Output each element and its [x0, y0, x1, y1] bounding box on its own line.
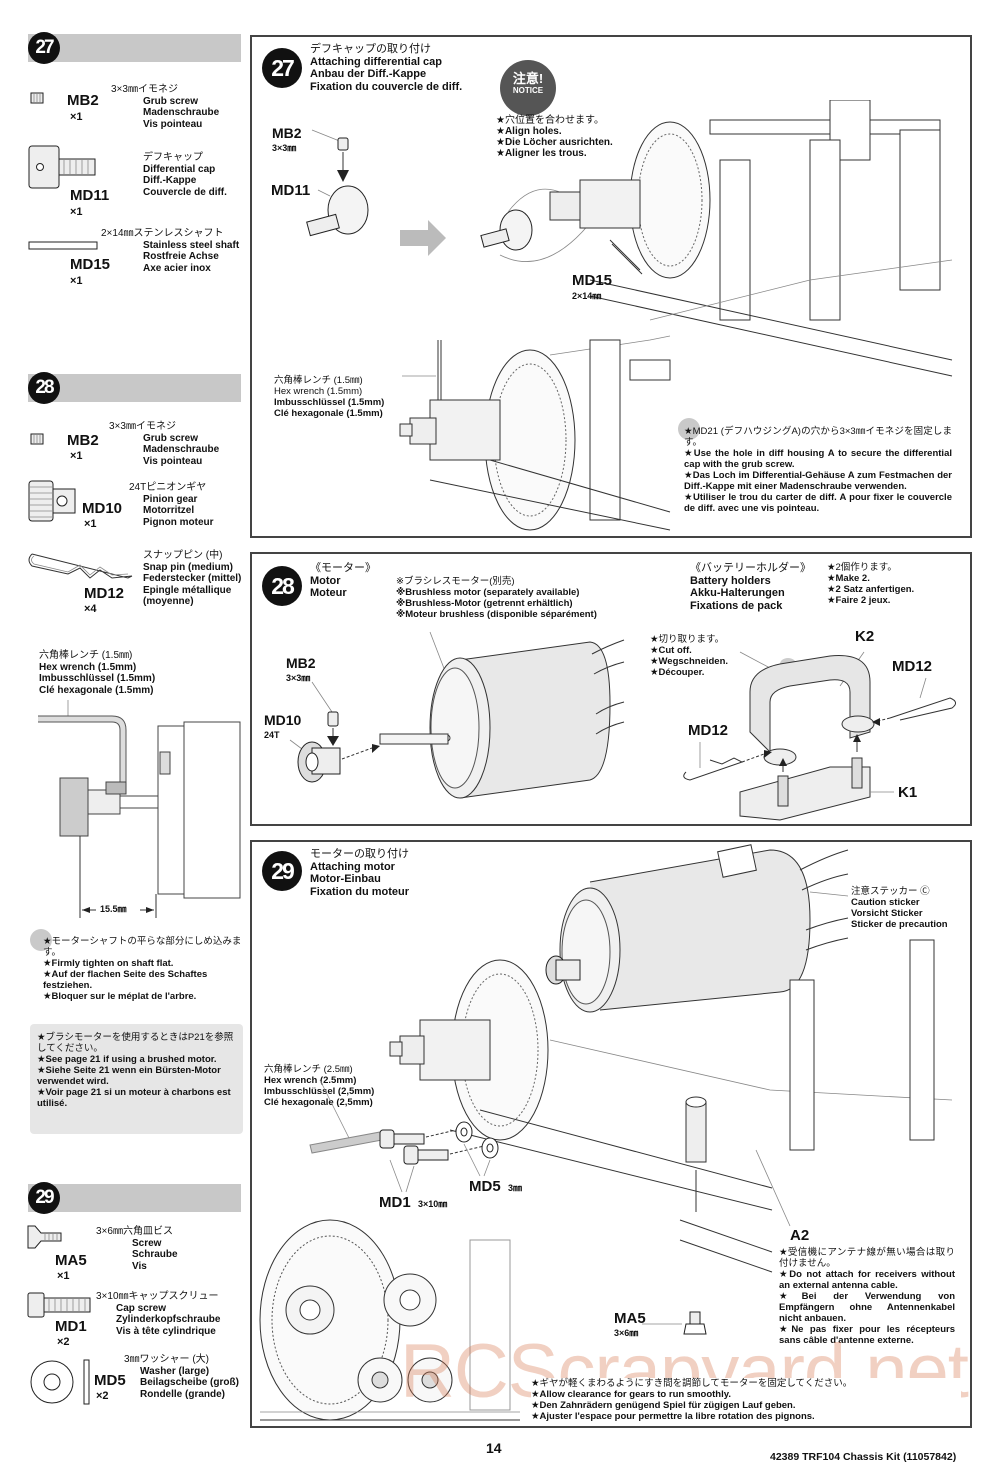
part-qty: ×4 — [84, 603, 97, 615]
diff-housing-note: ★MD21 (デフハウジングA)の穴から3×3㎜イモネジを固定します。 ★Use… — [684, 426, 952, 514]
ma5-size: 3×6㎜ — [614, 1328, 639, 1338]
brushed-motor-note: ★ブラシモーターを使用するときはP21を参照してください。 ★See page … — [37, 1032, 234, 1109]
md10-size: 24T — [264, 730, 280, 740]
part-code: MD12 — [84, 585, 125, 602]
motor-pinion-diagram — [289, 631, 625, 799]
step-28-header-bar — [28, 374, 241, 402]
notice-badge: 注意! NOTICE — [500, 60, 556, 116]
pinion-gear-icon — [28, 480, 76, 522]
step-29-main-badge: 29 — [262, 851, 302, 891]
stainless-shaft-icon — [28, 241, 98, 250]
part-qty: ×1 — [84, 518, 97, 530]
gear-clearance-note: ★ギヤが軽くまわるようにすき間を調節してモーターを固定してください。 ★Allo… — [531, 1378, 961, 1422]
mb2-size: 3×3㎜ — [286, 673, 311, 683]
cap-screw-icon — [27, 1292, 91, 1318]
md12-label-left: MD12 — [688, 722, 729, 739]
mb2-label: MB2 — [286, 655, 316, 671]
mb2-label: MB2 — [272, 125, 302, 141]
md15-label: MD15 — [572, 272, 613, 289]
grub-screw-icon — [30, 92, 44, 104]
brushless-motor-note: ※ブラシレスモーター(別売) ※Brushless motor (separat… — [396, 576, 597, 620]
align-holes-note: ★穴位置を合わせます。 ★Align holes. ★Die Löcher au… — [496, 115, 613, 159]
battery-holder-diagram — [683, 651, 956, 821]
md1-size: 3×10㎜ — [418, 1199, 448, 1209]
notice-dot — [30, 929, 52, 951]
part-code: MD10 — [82, 500, 123, 517]
step-28-main-badge: 28 — [262, 566, 302, 606]
part-code: MD1 — [55, 1318, 87, 1335]
part-code: MD5 — [94, 1372, 126, 1389]
cut-off-note: ★切り取ります。 ★Cut off. ★Wegschneiden. ★Décou… — [650, 634, 729, 678]
step-28-badge: 28 — [28, 372, 60, 404]
part-qty: ×1 — [57, 1270, 70, 1282]
step-27-header-bar — [28, 34, 241, 62]
k2-label: K2 — [855, 628, 875, 645]
step-27-badge: 27 — [28, 32, 60, 64]
antenna-note: ★受信機にアンテナ線が無い場合は取り付けません。 ★Do not attach … — [779, 1247, 955, 1346]
part-qty: ×2 — [96, 1390, 109, 1402]
part-description: 3×6㎜六角皿ビス Screw Schraube Vis — [96, 1226, 178, 1272]
part-description: 3×3㎜イモネジ Grub screw Madenschraube Vis po… — [109, 421, 220, 467]
part-description: 3㎜ワッシャー (大) Washer (large) Beilagscheibe… — [124, 1354, 239, 1400]
md5-size: 3㎜ — [508, 1183, 523, 1193]
tighten-note: ★モーターシャフトの平らな部分にしめ込みます。 ★Firmly tighten … — [43, 936, 242, 1002]
part-qty: ×1 — [70, 450, 83, 462]
md10-label: MD10 — [264, 712, 302, 728]
hex-wrench-label: 六角棒レンチ (1.5㎜) Hex wrench (1.5mm) Imbussc… — [274, 375, 385, 419]
caution-sticker-label: 注意ステッカー Ⓒ Caution sticker Vorsicht Stick… — [851, 886, 948, 930]
part-description: デフキャップ Differential cap Diff.-Kappe Couv… — [143, 152, 227, 198]
md12-label-right: MD12 — [892, 658, 933, 675]
part-qty: ×2 — [57, 1336, 70, 1348]
differential-assembly-diagram — [306, 100, 953, 531]
countersunk-screw-icon — [27, 1225, 62, 1249]
md15-size: 2×14㎜ — [572, 291, 602, 301]
md11-label: MD11 — [271, 182, 311, 199]
motor-install-diagram — [259, 844, 953, 1421]
snap-pin-icon — [28, 553, 133, 579]
grub-screw-icon — [30, 433, 44, 445]
step-29-title: モーターの取り付け Attaching motor Motor-Einbau F… — [310, 848, 409, 898]
dimension-label: 15.5㎜ — [100, 904, 127, 914]
brushed-motor-note-box — [30, 1024, 243, 1134]
step-27-main-badge: 27 — [262, 48, 302, 88]
mb2-size: 3×3㎜ — [272, 143, 297, 153]
part-code: MB2 — [67, 432, 99, 449]
notice-dot — [678, 418, 700, 440]
part-code: MD15 — [70, 256, 111, 273]
step-27-title: デフキャップの取り付け Attaching differential cap A… — [310, 43, 463, 93]
part-code: MD11 — [70, 187, 110, 204]
hex-wrench-label: 六角棒レンチ (2.5㎜) Hex wrench (2.5mm) Imbussc… — [264, 1064, 375, 1108]
part-code: MA5 — [55, 1252, 87, 1269]
battery-holders-title: 《バッテリーホルダー》 Battery holders Akku-Halteru… — [690, 562, 811, 612]
pinion-setting-diagram — [38, 700, 241, 918]
md1-label: MD1 — [379, 1194, 411, 1211]
part-description: スナップピン (中) Snap pin (medium) Federstecke… — [143, 550, 242, 607]
washer-icon — [30, 1359, 90, 1405]
page-number: 14 — [486, 1440, 502, 1456]
ma5-label: MA5 — [614, 1310, 646, 1327]
md5-label: MD5 — [469, 1178, 501, 1195]
kit-info: 42389 TRF104 Chassis Kit (11057842) — [770, 1451, 957, 1463]
step-29-badge: 29 — [28, 1182, 60, 1214]
part-code: MB2 — [67, 92, 99, 109]
part-qty: ×1 — [70, 275, 83, 287]
step-28-title: 《モーター》 Motor Moteur — [310, 562, 376, 599]
step-29-header-bar — [28, 1184, 241, 1212]
part-qty: ×1 — [70, 206, 83, 218]
part-qty: ×1 — [70, 111, 83, 123]
k1-label: K1 — [898, 784, 918, 801]
a2-label: A2 — [790, 1227, 810, 1244]
make-two-note: ★2個作ります。 ★Make 2. ★2 Satz anfertigen. ★F… — [827, 562, 915, 606]
part-description: 2×14㎜ステンレスシャフト Stainless steel shaft Ros… — [101, 228, 240, 274]
part-description: 3×10㎜キャップスクリュー Cap screw Zylinderkopfsch… — [96, 1291, 221, 1337]
hex-wrench-label: 六角棒レンチ (1.5㎜) Hex wrench (1.5mm) Imbussc… — [39, 650, 156, 696]
differential-cap-icon — [28, 145, 96, 189]
part-description: 24Tピニオンギヤ Pinion gear Motorritzel Pignon… — [129, 482, 214, 528]
part-description: 3×3㎜イモネジ Grub screw Madenschraube Vis po… — [111, 84, 220, 130]
